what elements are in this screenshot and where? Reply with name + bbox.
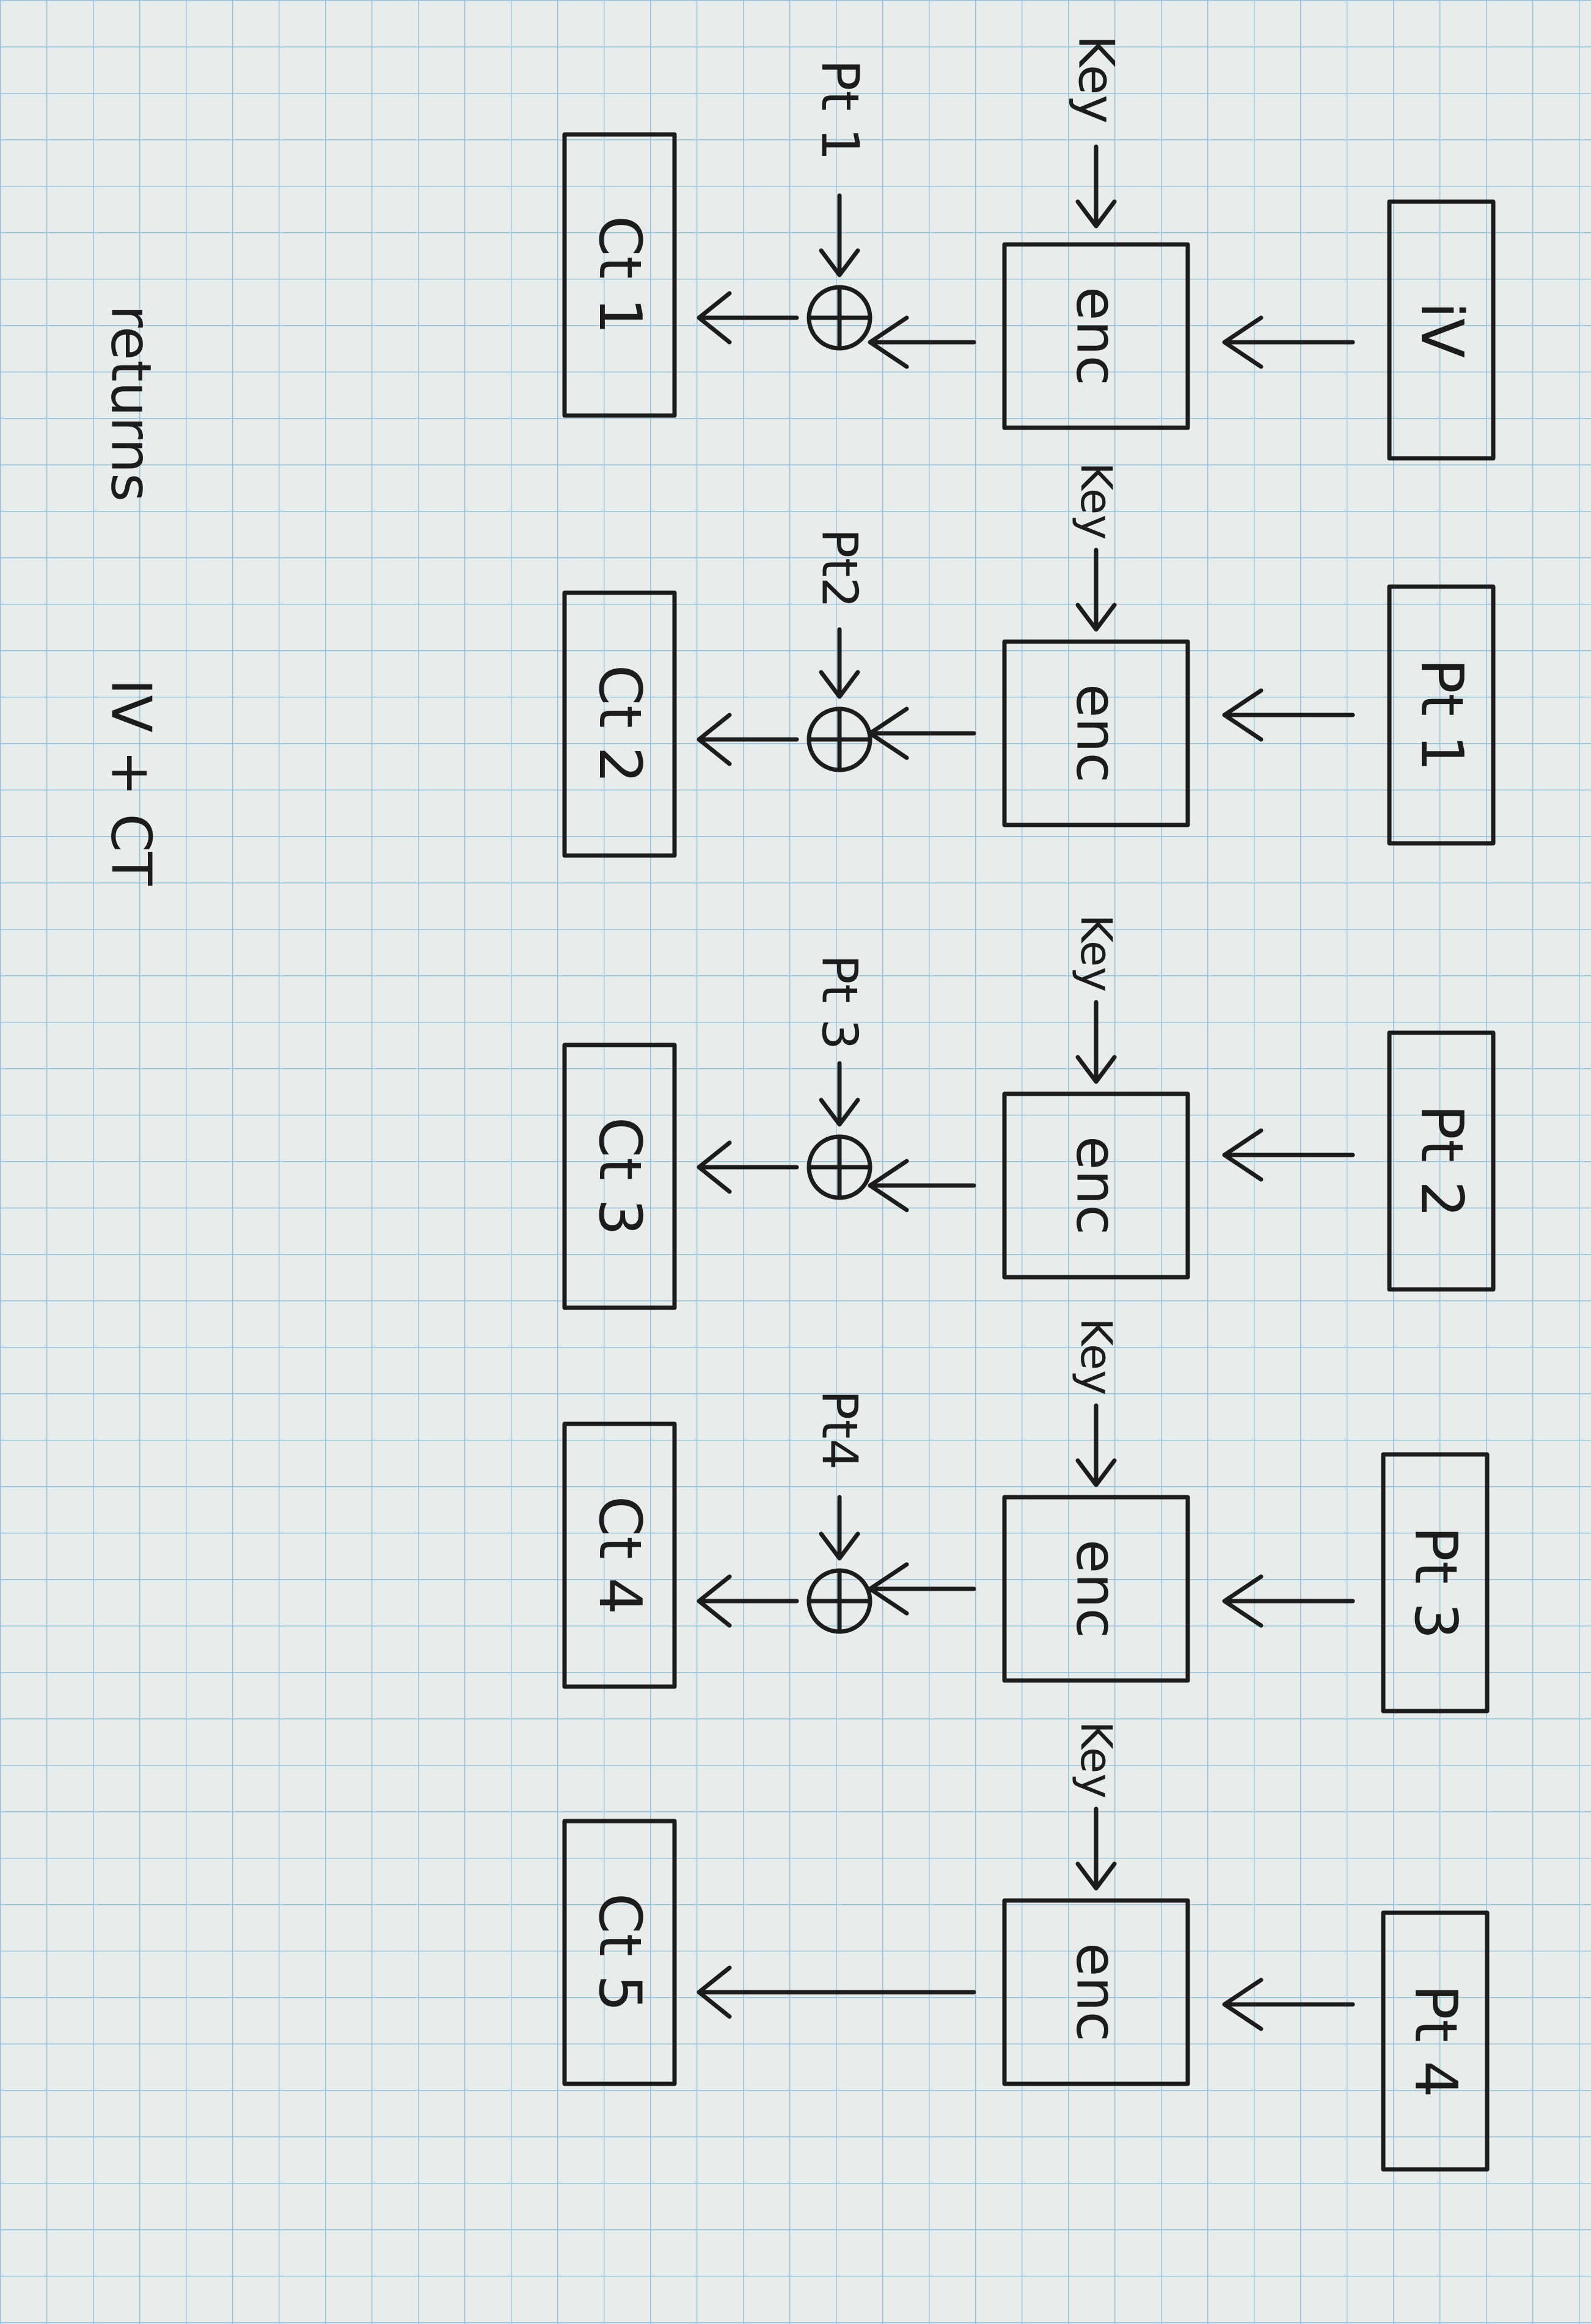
arrow-xor2-to-ct	[697, 713, 799, 766]
key-label-3: Key	[1071, 915, 1121, 992]
arrow-xor4-to-ct	[697, 1574, 799, 1628]
enc-label-1: enc	[1064, 287, 1128, 386]
key-arrow-3	[1075, 1000, 1117, 1084]
arrow-pt2-to-enc	[1222, 1128, 1355, 1182]
pt2-input-box	[1387, 1030, 1496, 1292]
xor-icon-2	[806, 706, 872, 772]
enc-label-3: enc	[1064, 1136, 1128, 1235]
xor-icon-3	[806, 1134, 872, 1200]
key-arrow-4	[1075, 1403, 1117, 1487]
enc-box-2	[1002, 639, 1190, 827]
footer-returns: returns	[99, 305, 163, 502]
pt4-input-label: Pt 4	[1402, 1984, 1469, 2097]
pt3-input-box	[1381, 1452, 1490, 1714]
key-label-1: Key	[1068, 35, 1125, 123]
arrow-pt1-to-enc	[1222, 688, 1355, 742]
arrow-pt3-to-enc	[1222, 1574, 1355, 1628]
ct4-box	[562, 1421, 677, 1689]
pt-arrow-3	[819, 1061, 860, 1127]
footer-iv-ct: IV + CT	[99, 679, 163, 887]
pt2-input-label: Pt 2	[1408, 1104, 1475, 1217]
xor-icon-1	[806, 285, 872, 351]
key-label-2: Key	[1071, 463, 1121, 540]
ct1-label: Ct 1	[586, 216, 653, 334]
pt-label-4: Pt4	[811, 1390, 868, 1470]
ct5-box	[562, 1819, 677, 2086]
ct2-box	[562, 590, 677, 858]
enc-label-4: enc	[1064, 1539, 1128, 1638]
arrow-enc5-to-ct5	[697, 1965, 976, 2019]
arrow-pt4-to-enc	[1222, 1978, 1355, 2031]
key-arrow-5	[1075, 1806, 1117, 1891]
iv-label: iV	[1408, 302, 1475, 357]
arrow-enc1-to-xor	[868, 315, 976, 369]
xor-icon-4	[806, 1568, 872, 1634]
iv-box	[1387, 199, 1496, 461]
enc-label-5: enc	[1064, 1943, 1128, 2042]
ct3-label: Ct 3	[586, 1117, 653, 1236]
key-arrow-1	[1075, 144, 1117, 229]
pt3-input-label: Pt 3	[1402, 1526, 1469, 1639]
ct2-label: Ct 2	[586, 665, 653, 783]
key-label-4: Key	[1071, 1318, 1121, 1396]
arrow-iv-to-enc	[1222, 315, 1355, 369]
pt-arrow-4	[819, 1495, 860, 1561]
enc-box-4	[1002, 1495, 1190, 1683]
pt-label-2: Pt2	[811, 529, 868, 609]
pt1-input-label: Pt 1	[1408, 658, 1475, 771]
arrow-enc4-to-xor	[868, 1562, 976, 1616]
ct4-label: Ct 4	[586, 1496, 653, 1615]
pt-label-3: Pt 3	[811, 955, 868, 1050]
key-arrow-2	[1075, 548, 1117, 632]
key-label-5: Key	[1071, 1721, 1121, 1799]
pt-arrow-1	[819, 193, 860, 277]
arrow-enc3-to-xor	[868, 1159, 976, 1212]
enc-label-2: enc	[1064, 684, 1128, 783]
arrow-xor1-to-ct	[697, 291, 799, 345]
pt-arrow-2	[819, 627, 860, 699]
pt-label-1: Pt 1	[810, 59, 870, 161]
pt4-input-box	[1381, 1910, 1490, 2172]
enc-box-3	[1002, 1091, 1190, 1280]
enc-box-1	[1002, 242, 1190, 430]
ct5-label: Ct 5	[586, 1893, 653, 2012]
enc-box-5	[1002, 1898, 1190, 2086]
pt1-input-box	[1387, 584, 1496, 846]
arrow-xor3-to-ct	[697, 1140, 799, 1194]
ct1-box	[562, 132, 677, 418]
ct3-box	[562, 1043, 677, 1310]
